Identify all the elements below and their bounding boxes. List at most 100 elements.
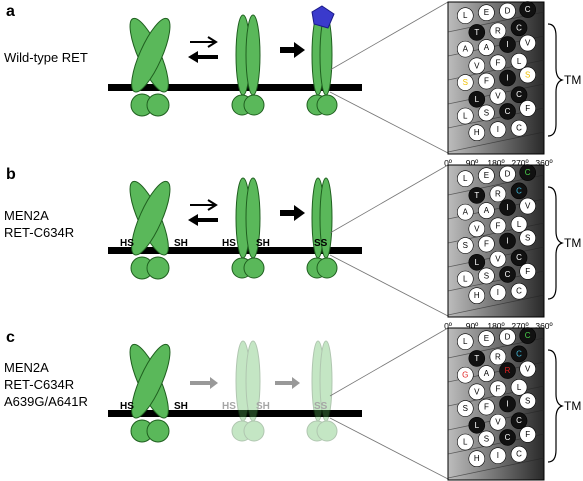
residue-label: V [525,365,531,374]
residue-C [499,429,516,446]
residue-label: F [495,221,500,230]
panel-letter-b: b [6,166,16,183]
residue-label: I [497,125,499,134]
residue-S [456,237,474,254]
wheel-axis-tick: 180º [487,158,504,168]
residue-label: E [484,8,489,17]
residue-label: A [484,369,490,378]
kinase-b [243,94,265,116]
residue-V [468,57,486,75]
residue-label: F [484,403,489,412]
cys-label: HS [222,401,236,412]
residue-label: S [525,70,530,79]
residue-C [519,327,536,344]
residue-label: E [484,334,489,343]
residue-label: L [475,421,480,430]
cys-label: SH [256,401,270,412]
residue-L [468,253,486,271]
residue-L [510,52,528,70]
residue-label: A [463,45,469,54]
residue-label: I [506,237,508,246]
residue-S [519,392,536,410]
residue-D [499,2,516,20]
residue-label: C [505,433,511,442]
residue-L [510,215,528,233]
residue-C [519,164,536,181]
residue-label: R [495,26,501,35]
residue-E [478,330,495,347]
residue-label: L [517,220,522,229]
row-label: MEN2A [4,208,49,223]
monomer-right [131,180,171,256]
residue-C [510,282,528,300]
residue-L [456,333,474,350]
residue-S [519,229,536,247]
residue-label: H [474,454,480,463]
residue-L [456,170,474,187]
residue-V [489,413,507,431]
residue-label: V [525,202,531,211]
cys-label: HS [222,238,236,249]
residue-I [499,199,516,216]
monomer-b [245,340,261,422]
residue-S [519,66,536,84]
disulfide-label: SS [314,401,328,412]
residue-L [468,90,486,108]
wheel-stripe [447,131,545,153]
residue-A [478,202,495,219]
residue-C [510,412,528,430]
residue-label: E [484,171,489,180]
residue-label: A [484,43,490,52]
residue-label: G [462,371,468,380]
residue-label: S [463,241,468,250]
cys-right-label: SH [174,401,188,412]
wheel-axis-tick: 360º [535,158,552,168]
residue-label: L [463,337,468,346]
monomer-b [319,340,333,422]
residue-C [510,86,528,104]
dimer-active [306,14,338,116]
residue-label: S [484,108,489,117]
row-label: Wild-type RET [4,50,88,65]
residue-C [510,182,528,200]
tm-brace [547,349,564,463]
residue-V [489,250,507,268]
disulfide-label: SS [314,238,328,249]
monomer-a [235,340,251,422]
residue-E [478,4,495,21]
dimer-active: SS [306,177,338,279]
zoom-line [329,327,449,397]
residue-label: V [525,39,531,48]
residue-D [499,328,516,346]
residue-label: C [505,270,511,279]
residue-V [519,197,536,215]
residue-C [510,119,528,137]
residue-C [510,345,528,363]
residue-I [499,395,516,413]
arrow-forward [190,199,218,211]
residue-label: F [525,430,530,439]
residue-label: A [463,208,469,217]
residue-label: H [474,128,480,137]
residue-label: V [474,61,480,70]
kinase-b [243,257,265,279]
residue-label: I [506,40,508,49]
residue-label: V [474,387,480,396]
residue-R [489,22,507,40]
residue-C [510,249,528,267]
residue-label: H [474,291,480,300]
kinase-b [316,257,338,279]
dimer-middle [231,14,265,116]
arrow-activate [275,377,300,389]
kinase-right [146,256,170,280]
residue-S [478,267,495,285]
residue-F [478,235,495,253]
residue-label: T [474,191,479,200]
residue-label: C [516,23,522,32]
residue-label: I [506,74,508,83]
residue-V [468,220,486,238]
residue-A [478,365,495,382]
arrow-back [188,214,218,226]
